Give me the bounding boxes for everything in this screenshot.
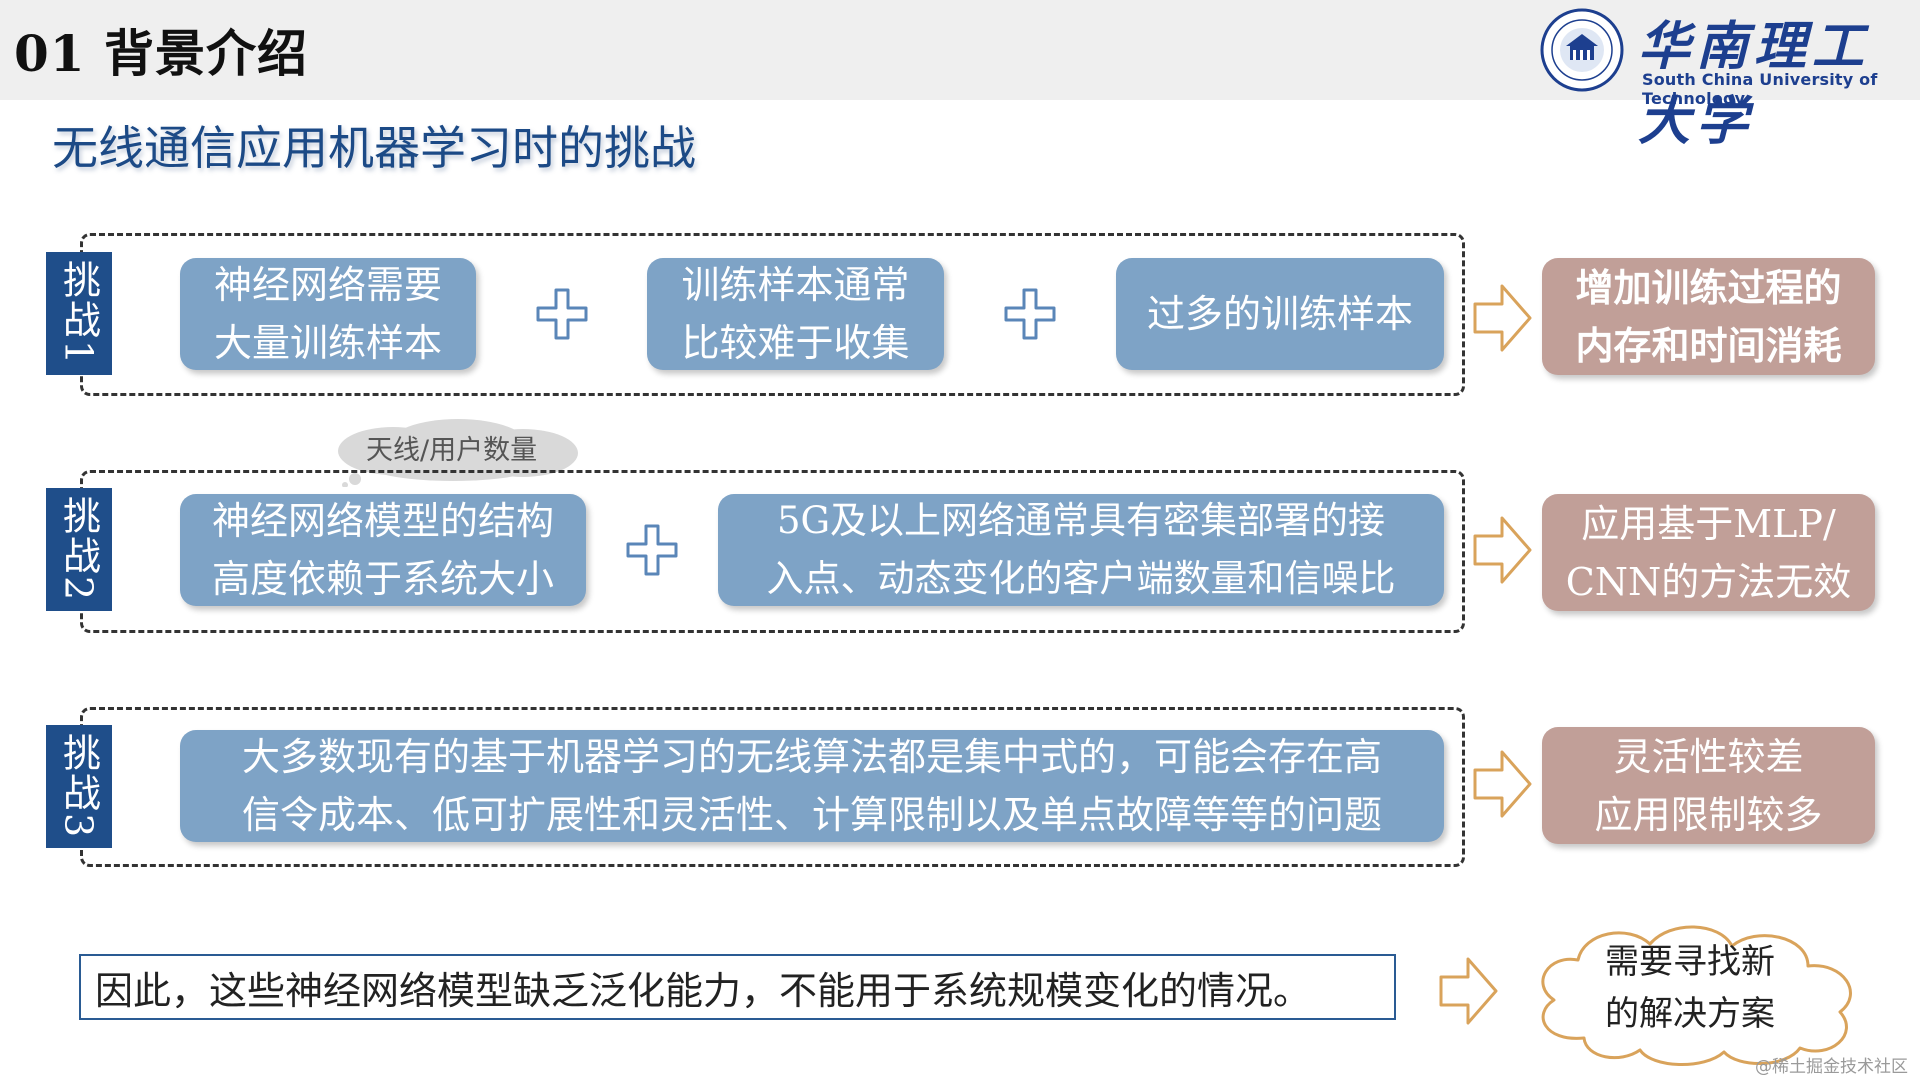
right-arrow-icon <box>1473 284 1532 352</box>
challenge-2-box-1: 神经网络模型的结构高度依赖于系统大小 <box>180 494 586 606</box>
challenge-1-tag: 挑战1 <box>46 252 112 375</box>
plus-icon <box>1004 288 1056 340</box>
challenge-3-tag: 挑战3 <box>46 725 112 848</box>
challenge-3-box-1: 大多数现有的基于机器学习的无线算法都是集中式的，可能会存在高信令成本、低可扩展性… <box>180 730 1444 842</box>
solution-cloud-text: 需要寻找新 的解决方案 <box>1560 936 1820 1040</box>
result-line: 增加训练过程的 <box>1575 264 1842 310</box>
result-line: 内存和时间消耗 <box>1575 322 1842 368</box>
box-line: 入点、动态变化的客户端数量和信噪比 <box>766 557 1396 600</box>
page-heading: 无线通信应用机器学习时的挑战 <box>52 121 696 175</box>
box-line: 过多的训练样本 <box>1146 292 1413 336</box>
right-arrow-icon <box>1439 957 1498 1025</box>
cloud-note-text: 天线/用户数量 <box>366 435 538 466</box>
cloud-line: 的解决方案 <box>1605 994 1775 1034</box>
right-arrow-icon <box>1473 516 1532 584</box>
challenge-1-box-1: 神经网络需要大量训练样本 <box>180 258 476 370</box>
result-line: 应用限制较多 <box>1594 792 1823 837</box>
challenge-1-box-2: 训练样本通常比较难于收集 <box>647 258 944 370</box>
box-line: 信令成本、低可扩展性和灵活性、计算限制以及单点故障等等的问题 <box>241 793 1382 837</box>
solution-cloud-shape <box>1541 925 1852 1067</box>
plus-icon <box>626 524 678 576</box>
section-title: 01 背景介绍 <box>14 24 308 83</box>
conclusion-box: 因此，这些神经网络模型缺乏泛化能力，不能用于系统规模变化的情况。 <box>79 954 1396 1020</box>
box-line: 神经网络需要 <box>213 263 442 307</box>
challenge-2-tag: 挑战2 <box>46 488 112 611</box>
box-line: 神经网络模型的结构 <box>211 499 554 543</box>
box-line: 大量训练样本 <box>213 321 442 365</box>
challenge-2-result: 应用基于MLP/CNN的方法无效 <box>1542 494 1875 611</box>
box-line: 比较难于收集 <box>681 321 910 365</box>
box-line: 5G及以上网络通常具有密集部署的接 <box>776 499 1386 542</box>
result-line: 应用基于MLP/ <box>1581 501 1836 546</box>
challenge-2-box-2: 5G及以上网络通常具有密集部署的接入点、动态变化的客户端数量和信噪比 <box>718 494 1444 606</box>
cloud-line: 需要寻找新 <box>1605 942 1775 982</box>
box-line: 高度依赖于系统大小 <box>211 557 554 601</box>
result-line: 灵活性较差 <box>1613 734 1804 779</box>
challenge-3-result: 灵活性较差应用限制较多 <box>1542 727 1875 844</box>
university-seal-icon <box>1540 8 1624 92</box>
cloud-note-shape <box>338 419 578 487</box>
result-line: CNN的方法无效 <box>1565 559 1852 604</box>
watermark: @稀土掘金技术社区 <box>1755 1057 1908 1077</box>
right-arrow-icon <box>1473 750 1532 818</box>
challenge-1-box-3: 过多的训练样本 <box>1116 258 1444 370</box>
box-line: 训练样本通常 <box>681 263 910 307</box>
university-logo-english: South China University of Technology <box>1642 70 1878 108</box>
box-line: 大多数现有的基于机器学习的无线算法都是集中式的，可能会存在高 <box>241 735 1382 779</box>
university-logo-chinese: 华南理工大学 <box>1638 16 1871 152</box>
plus-icon <box>536 288 588 340</box>
challenge-1-result: 增加训练过程的内存和时间消耗 <box>1542 258 1875 375</box>
